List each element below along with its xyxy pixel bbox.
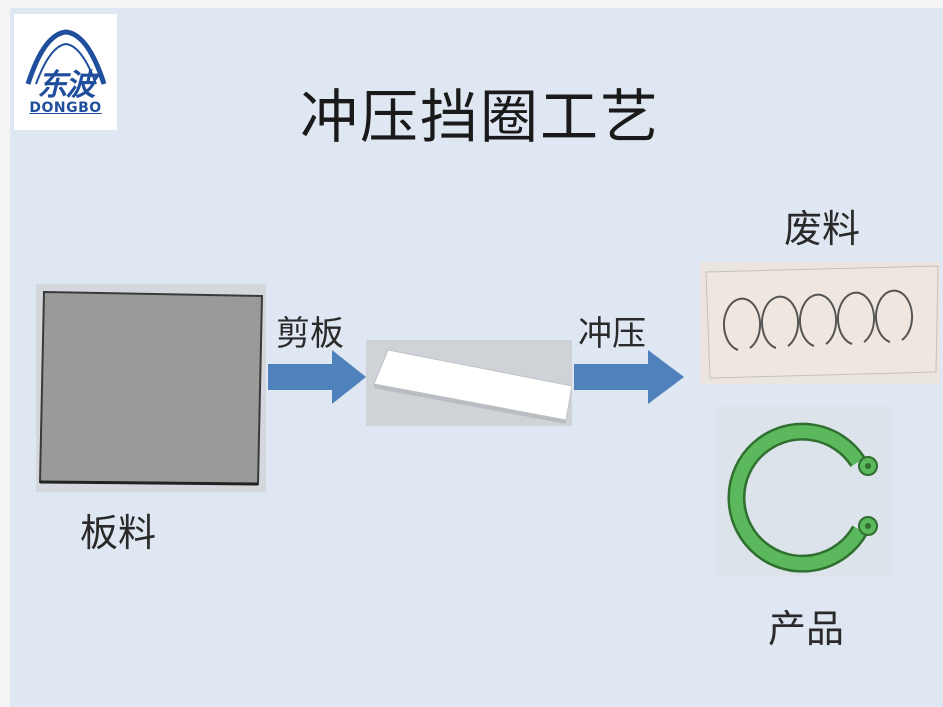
product-label: 产品	[768, 607, 845, 651]
product-ring-figure	[716, 406, 892, 576]
dongbo-logo: 东波 DONGBO	[14, 14, 117, 130]
punch-arrow-icon	[574, 350, 684, 404]
shear-arrow-icon	[268, 350, 366, 404]
page-title: 冲压挡圈工艺	[299, 83, 660, 151]
logo-mark-text: 东波	[37, 68, 96, 103]
strip-figure	[366, 340, 573, 426]
logo-brand-text: DONGBO	[29, 100, 102, 116]
sheet-label: 板料	[80, 511, 157, 555]
shear-label: 剪板	[276, 314, 344, 354]
punch-label: 冲压	[578, 314, 646, 354]
scrap-strip-figure	[700, 262, 940, 384]
sheet-figure	[36, 284, 266, 492]
scrap-label: 废料	[784, 207, 861, 251]
